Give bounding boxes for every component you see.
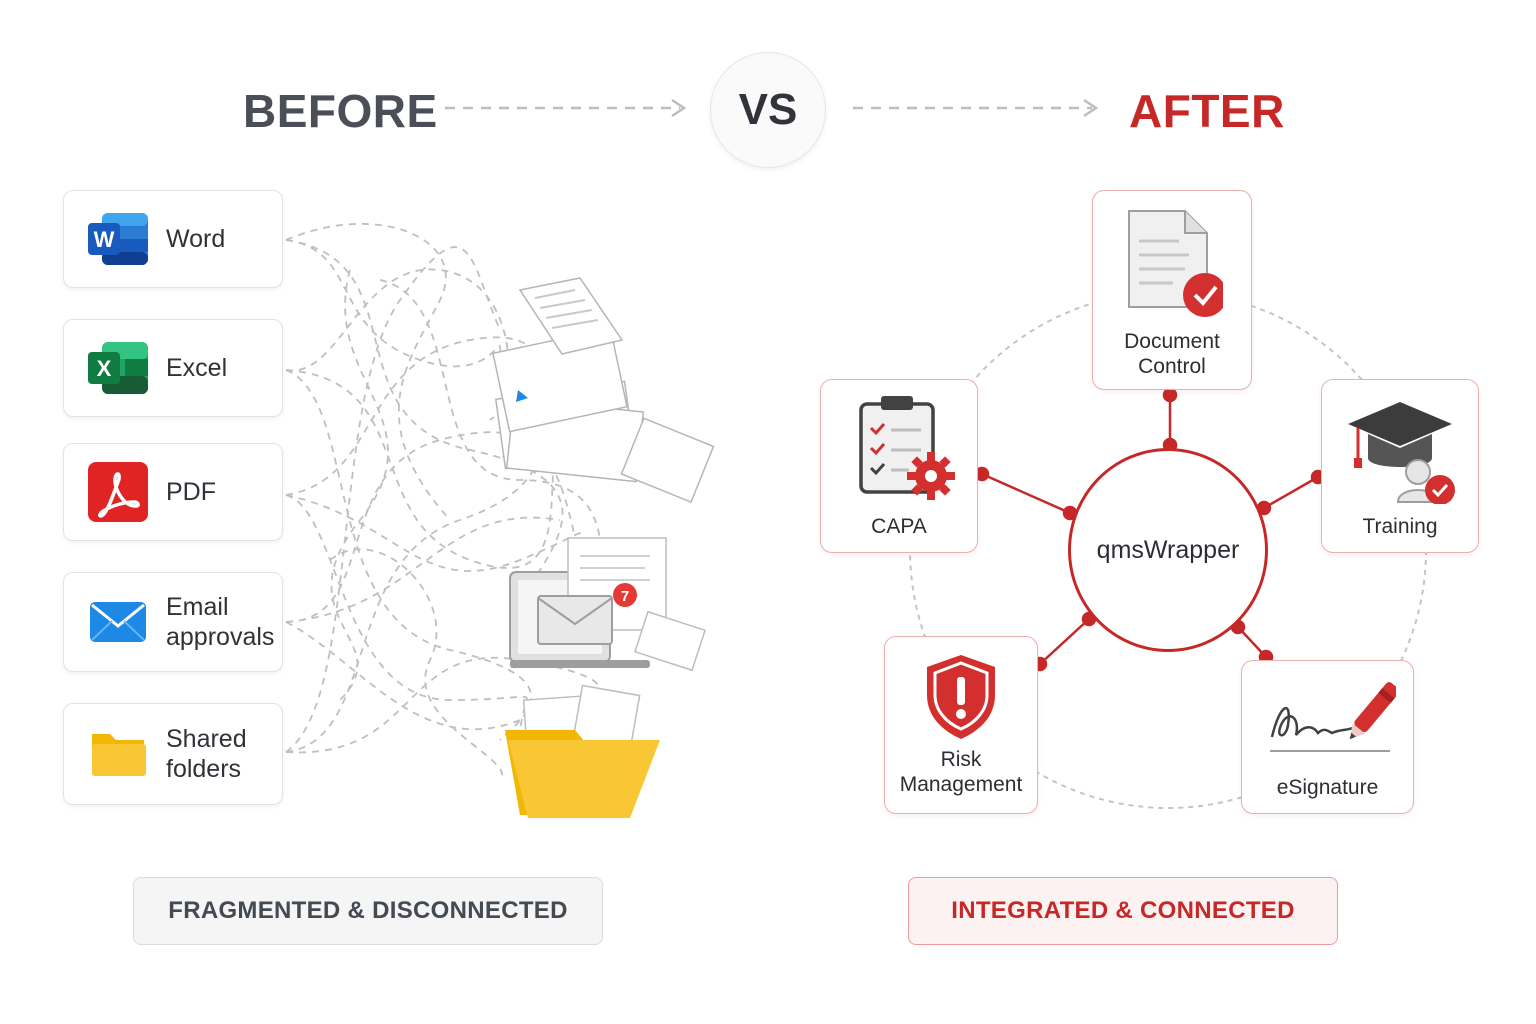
before-title: BEFORE [243,85,438,137]
header-arrow-right [853,98,1099,118]
module-card-capa: CAPA [820,379,978,553]
module-label-risk-management: Risk Management [899,748,1023,796]
qmswrapper-hub: qmsWrapper [1068,448,1268,652]
folder-icon [88,724,148,784]
vs-badge: VS [710,52,826,168]
graduation-cap-icon [1348,402,1455,504]
module-card-document-control: Document Control [1092,190,1252,390]
shield-alert-icon [927,655,995,739]
module-label-esignature: eSignature [1276,776,1379,799]
module-label-document-control: Document Control [1124,330,1220,378]
module-label-capa: CAPA [871,515,927,538]
tangled-lines [285,223,603,781]
fragmented-badge: FRAGMENTED & DISCONNECTED [133,877,603,945]
source-card-excel: X Excel [63,319,283,417]
source-label-excel: Excel [166,354,228,382]
source-card-pdf: PDF [63,443,283,541]
module-card-esignature: eSignature [1241,660,1414,814]
open-folder-icon [505,684,660,818]
source-label-pdf: PDF [166,478,216,506]
svg-text:X: X [97,356,112,381]
module-card-risk-management: Risk Management [884,636,1038,814]
source-card-word: W Word [63,190,283,288]
source-label-email: Email approvals [166,593,275,651]
source-label-word: Word [166,225,226,253]
laptop-email-icon: 7 [509,537,706,672]
email-notification-count: 7 [621,588,629,605]
scattered-documents-illustration: 7 [492,277,715,818]
email-icon [88,592,148,652]
module-label-training: Training [1362,515,1438,538]
integrated-badge: INTEGRATED & CONNECTED [908,877,1338,945]
module-card-training: Training [1321,379,1479,553]
clipboard-gear-icon [859,396,955,500]
pdf-icon [88,462,148,522]
excel-icon: X [88,338,148,398]
word-icon: W [88,209,148,269]
document-check-icon [1128,210,1223,317]
source-card-folders: Shared folders [63,703,283,805]
after-title: AFTER [1129,85,1285,137]
paper-pile-icon [492,277,715,504]
signature-pen-icon [1270,682,1396,752]
header-arrow-left [445,98,687,118]
svg-text:W: W [94,227,115,252]
source-label-folders: Shared folders [166,725,247,783]
source-card-email: Email approvals [63,572,283,672]
